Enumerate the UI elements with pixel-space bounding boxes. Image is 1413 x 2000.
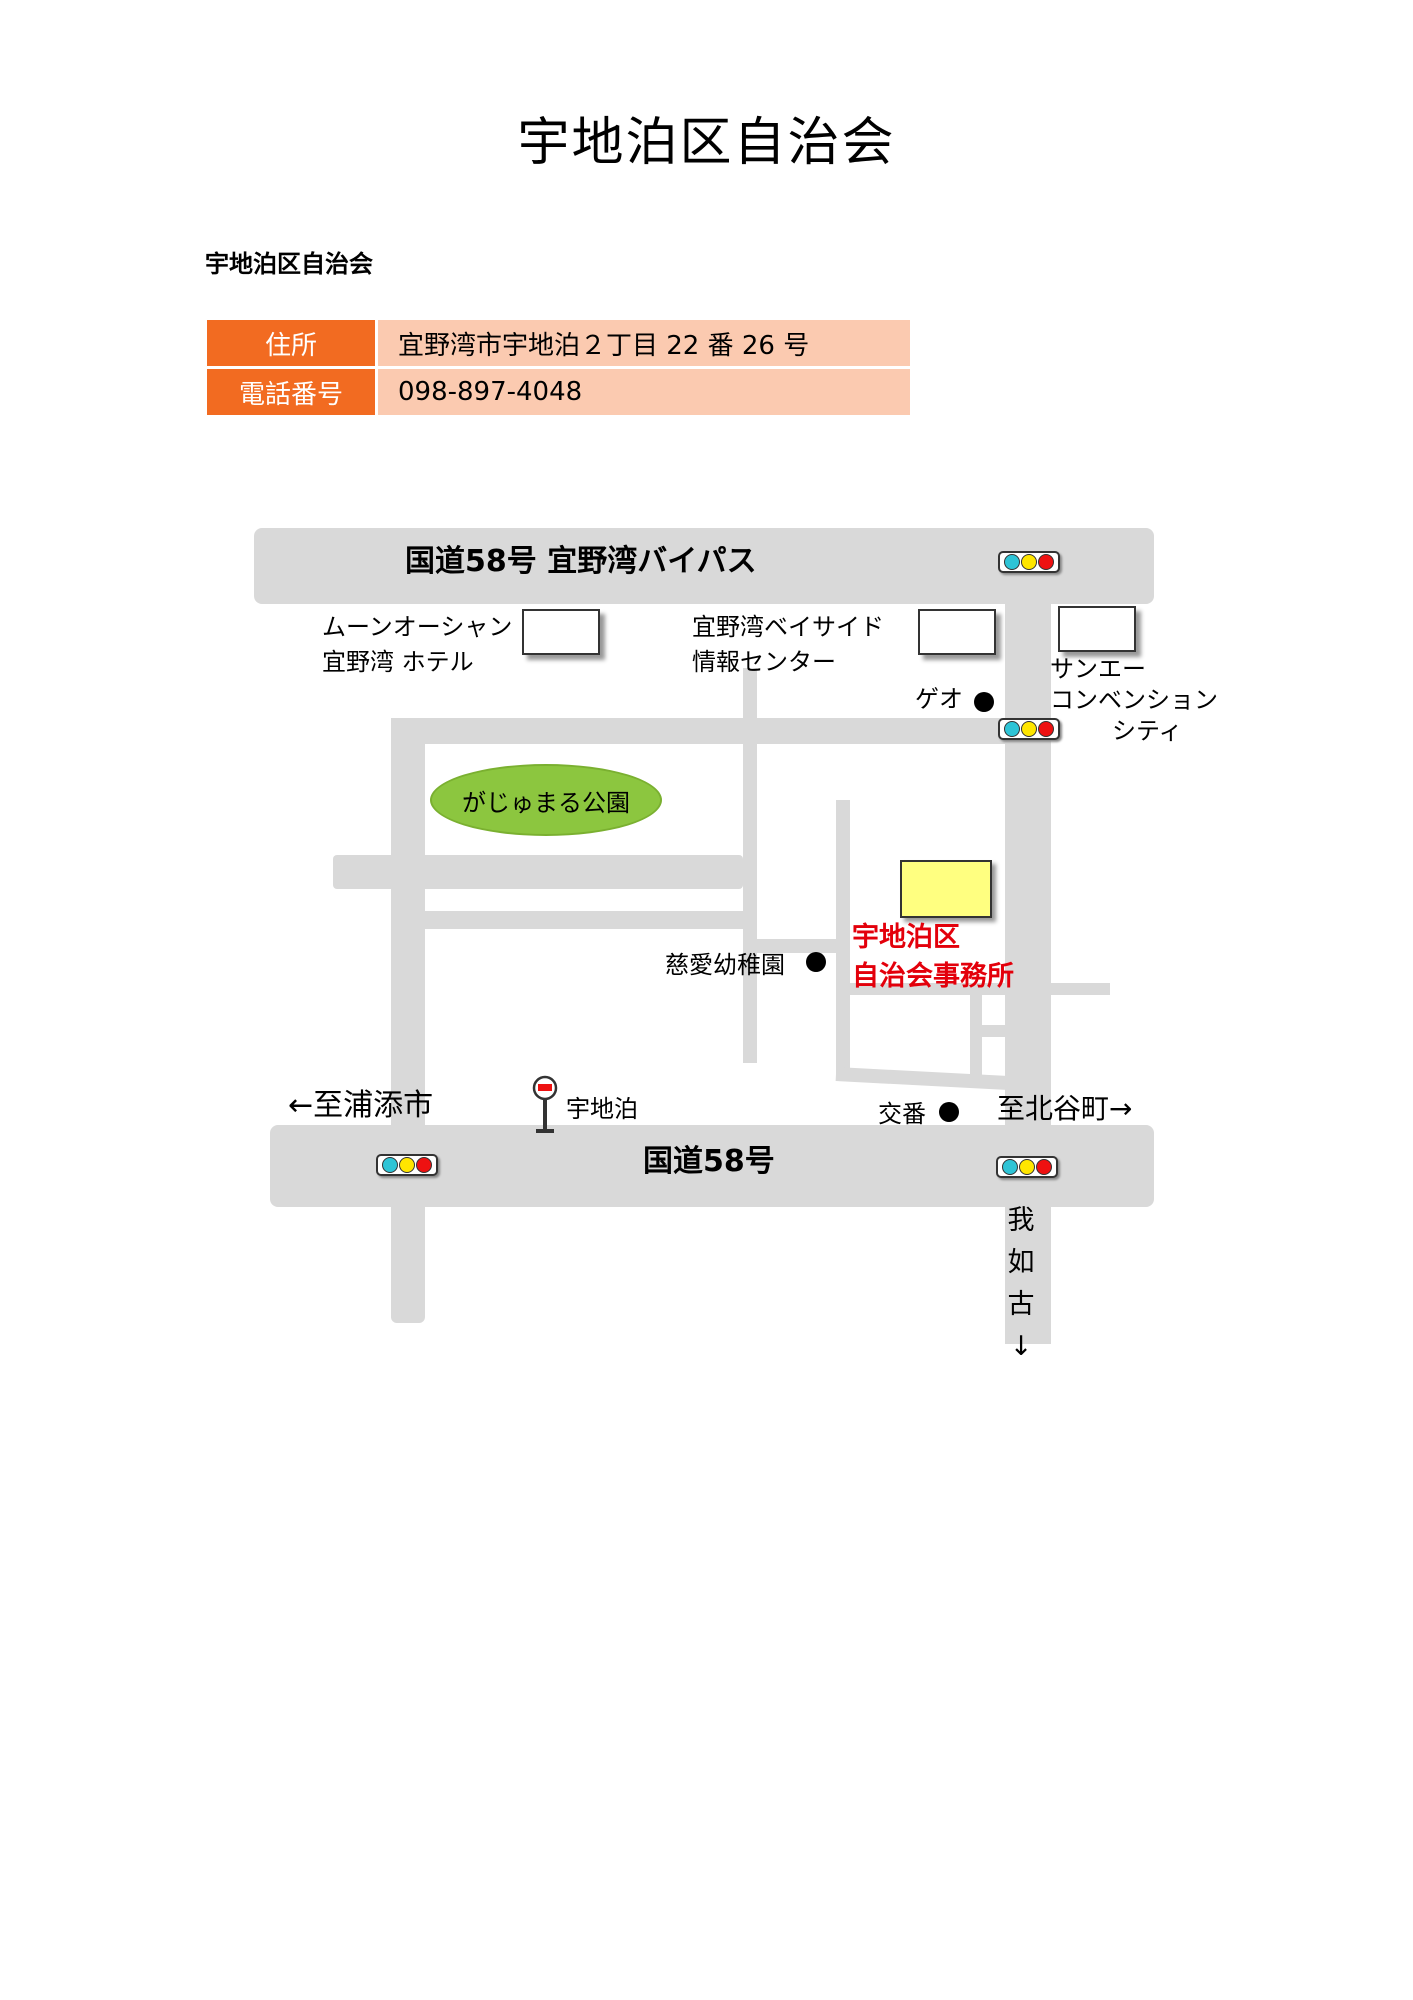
to-urasoe-label: ←至浦添市 [288,1088,434,1123]
page-title: 宇地泊区自治会 [517,113,896,173]
bus-stop-icon [532,1075,558,1133]
address-label: 住所 [207,320,375,366]
koban-marker [939,1102,959,1122]
sanei-building [1058,606,1136,652]
phone-row: 電話番号 098-897-4048 [207,369,910,415]
address-value: 宜野湾市宇地泊２丁目 22 番 26 号 [375,320,910,366]
moon-ocean-hotel-building [522,609,600,655]
office-road [850,983,1110,995]
bayside-center-label: 宜野湾ベイサイド 情報センター [692,613,884,676]
bypass-label: 国道58号 宜野湾バイパス [405,544,757,579]
organization-name: 宇地泊区自治会 [205,250,373,278]
community-office-label: 宇地泊区 自治会事務所 [852,922,1014,993]
west-horizontal-road [333,855,743,889]
to-chatan-label: 至北谷町→ [997,1092,1133,1125]
sanei-label: サンエー コンベンション シティ [1050,655,1218,746]
community-office-building [900,860,992,918]
kindergarten-marker [806,952,826,972]
koban-label: 交番 [878,1100,926,1128]
kindergarten-label: 慈愛幼稚園 [665,951,785,979]
info-table: 住所 宜野湾市宇地泊２丁目 22 番 26 号 電話番号 098-897-404… [207,317,910,418]
geo-label: ゲオ [915,685,963,713]
small-vertical-road [970,995,982,1085]
gajumaru-park: がじゅまる公園 [430,764,662,836]
west-vertical-road [391,718,425,1323]
traffic-signal-icon [998,718,1060,740]
to-ginoza-label: 我 如 古 ↓ [1007,1205,1035,1362]
lower-horizontal-road [425,911,743,929]
kindergarten-road [757,939,836,953]
bayside-center-building [918,609,996,655]
route58-label: 国道58号 [643,1144,775,1179]
north-horizontal-road [391,718,1051,744]
middle-vertical-road [743,668,757,1063]
address-row: 住所 宜野湾市宇地泊２丁目 22 番 26 号 [207,320,910,366]
moon-ocean-hotel-label: ムーンオーシャン 宜野湾 ホテル [322,613,513,676]
traffic-signal-icon [998,551,1060,573]
small-horizontal-road [970,1025,1005,1037]
phone-value: 098-897-4048 [375,369,910,415]
geo-marker [974,692,994,712]
phone-label: 電話番号 [207,369,375,415]
traffic-signal-icon [996,1156,1058,1178]
inner-vertical-road [836,800,850,1075]
traffic-signal-icon [376,1154,438,1176]
bus-stop-label: 宇地泊 [566,1095,638,1123]
